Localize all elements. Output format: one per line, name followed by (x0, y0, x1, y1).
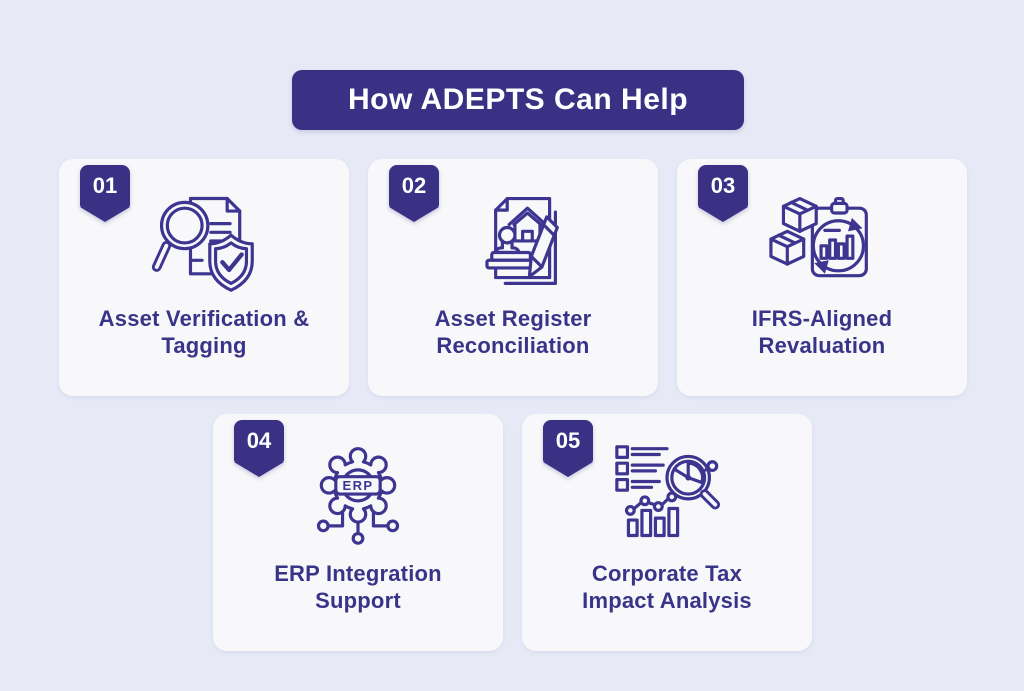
card-corporate-tax: 05 (522, 414, 812, 651)
card-title-line1: Asset Register (434, 306, 592, 331)
card-title-line2: Tagging (161, 333, 247, 358)
card-title-line2: Impact Analysis (582, 588, 752, 613)
boxes-clipboard-revaluation-icon (769, 196, 868, 278)
card-title-line2: Reconciliation (436, 333, 590, 358)
card-title-line1: ERP Integration (274, 561, 442, 586)
erp-gear-network-icon: ERP (316, 447, 400, 545)
card-title-line1: Corporate Tax (591, 561, 743, 586)
card-ifrs-revaluation: 03 IFRS-Aligned Revaluation (677, 159, 967, 396)
number-badge: 05 (543, 420, 593, 477)
icon-wrap (764, 185, 880, 295)
card-title: Asset Register Reconciliation (435, 305, 592, 359)
badge-number: 03 (698, 165, 748, 207)
badge-point (234, 462, 284, 477)
badge-point (389, 207, 439, 222)
number-badge: 01 (80, 165, 130, 222)
card-asset-verification: 01 Asset Verification & Tagging (59, 159, 349, 396)
badge-number: 05 (543, 420, 593, 462)
card-title-line2: Support (315, 588, 401, 613)
card-title-line1: IFRS-Aligned (751, 306, 893, 331)
card-title: ERP Integration Support (274, 560, 442, 614)
page-title: How ADEPTS Can Help (347, 83, 689, 116)
card-title-line1: Asset Verification & (98, 306, 310, 331)
card-title-line2: Revaluation (758, 333, 886, 358)
badge-point (543, 462, 593, 477)
stamped-document-house-icon (485, 196, 559, 285)
checklist-chart-magnifier-icon (615, 445, 721, 538)
badge-point (698, 207, 748, 222)
number-badge: 04 (234, 420, 284, 477)
number-badge: 03 (698, 165, 748, 222)
badge-number: 02 (389, 165, 439, 207)
icon-wrap (455, 185, 571, 295)
number-badge: 02 (389, 165, 439, 222)
icon-wrap (609, 440, 725, 550)
erp-label: ERP (342, 478, 373, 493)
magnifier-document-shield-icon (151, 196, 254, 292)
card-asset-register: 02 Asset Register Reconciliation (368, 159, 658, 396)
card-title: Corporate Tax Impact Analysis (582, 560, 752, 614)
icon-wrap (146, 185, 262, 295)
card-title: IFRS-Aligned Revaluation (752, 305, 893, 359)
icon-wrap: ERP (300, 440, 416, 550)
card-title: Asset Verification & Tagging (99, 305, 310, 359)
title-banner: How ADEPTS Can Help (292, 70, 744, 130)
badge-number: 01 (80, 165, 130, 207)
card-erp-integration: 04 ERP ERP Integration Support (213, 414, 503, 651)
badge-point (80, 207, 130, 222)
badge-number: 04 (234, 420, 284, 462)
